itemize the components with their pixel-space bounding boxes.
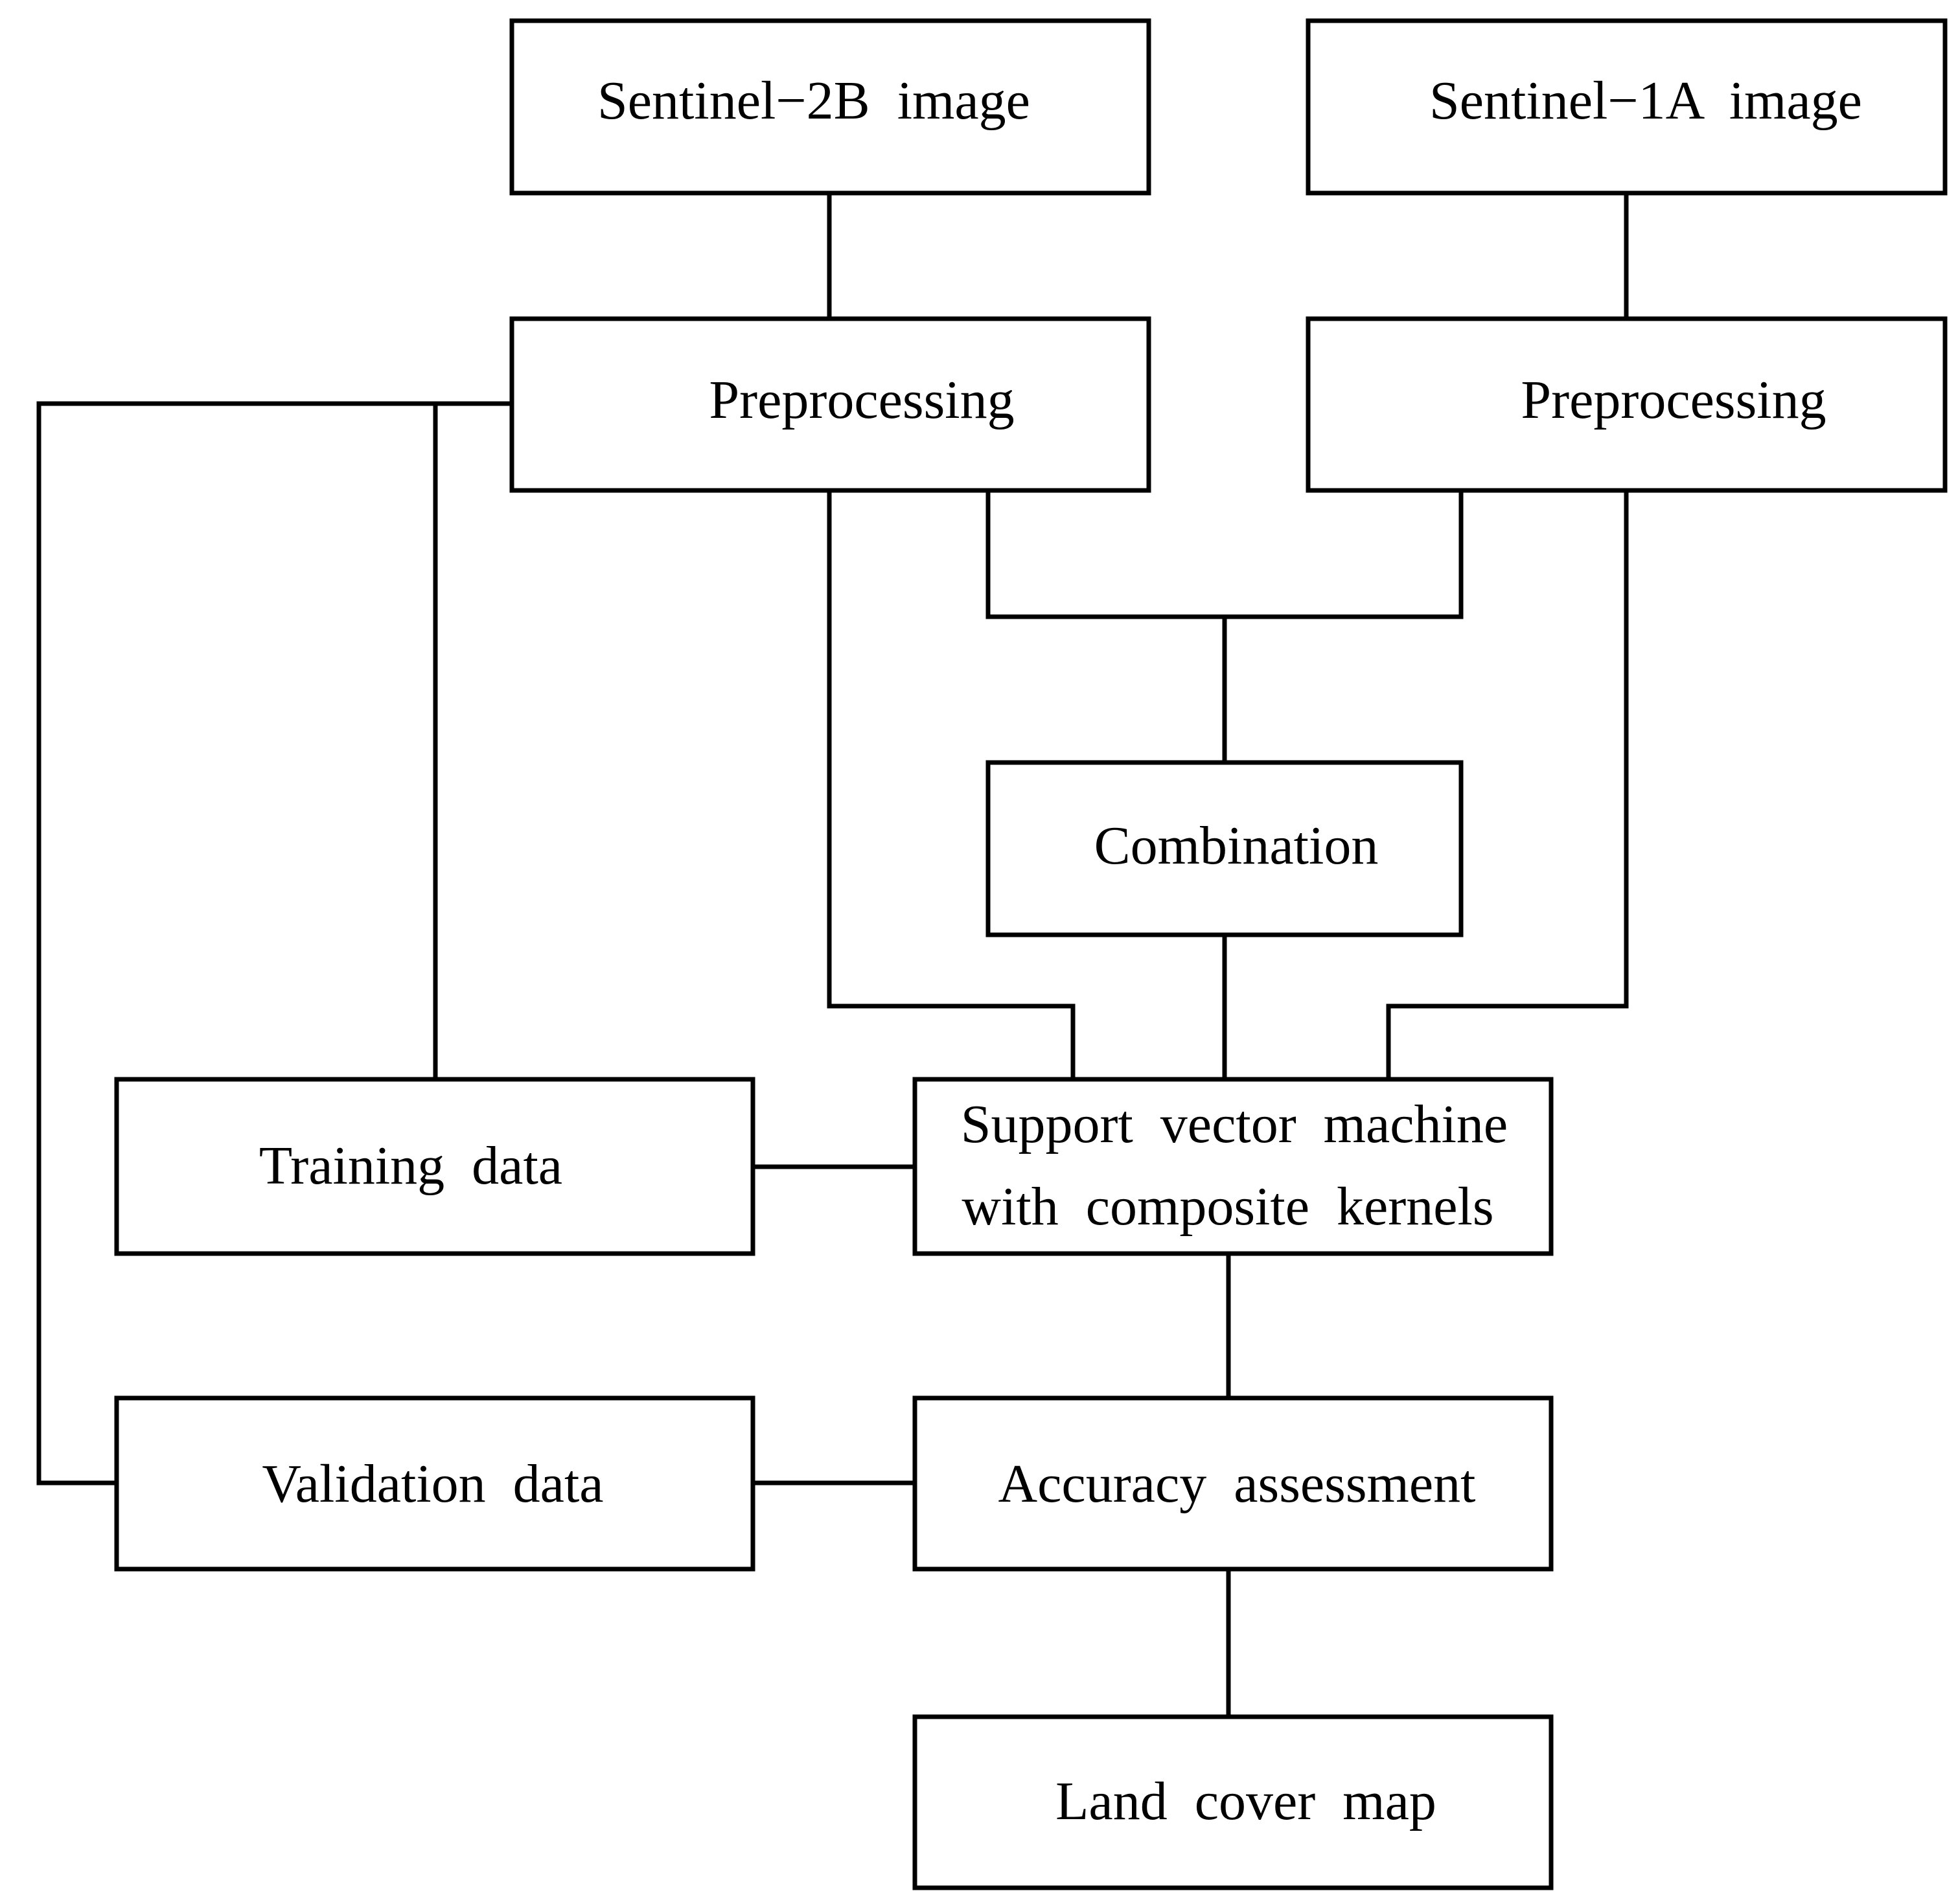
box-preprocessing-right — [1306, 316, 1948, 493]
connector-prep-right-to-svm — [1386, 488, 1629, 1082]
label-validation-data: Validation data — [262, 1454, 603, 1514]
box-combination — [985, 760, 1464, 937]
label-land-cover-map: Land cover map — [1055, 1771, 1436, 1831]
label-training-data: Training data — [259, 1136, 562, 1196]
box-land-cover-map — [912, 1714, 1554, 1890]
box-sentinel-2b — [509, 18, 1151, 196]
label-combination: Combination — [1094, 816, 1379, 876]
label-sentinel-1a: Sentinel−1A image — [1429, 71, 1862, 131]
connector-to-validation-data — [36, 401, 119, 1485]
box-training-data — [114, 1077, 755, 1256]
label-accuracy-assessment: Accuracy assessment — [998, 1454, 1475, 1514]
label-preprocessing-left: Preprocessing — [709, 370, 1014, 430]
label-svm-line2: with composite kernels — [962, 1176, 1493, 1237]
connector-prep-left-to-combination — [985, 488, 1464, 619]
label-svm-line1: Support vector machine — [961, 1094, 1508, 1154]
box-svm — [912, 1077, 1554, 1256]
labels: Sentinel−2B image Sentinel−1A image Prep… — [259, 71, 1862, 1831]
box-accuracy-assessment — [912, 1395, 1554, 1572]
box-sentinel-1a — [1306, 18, 1948, 196]
boxes — [114, 18, 1948, 1890]
label-preprocessing-right: Preprocessing — [1521, 370, 1826, 430]
connector-prep-left-to-svm — [827, 488, 1076, 1082]
box-validation-data — [114, 1395, 755, 1572]
box-preprocessing-left — [509, 316, 1151, 493]
label-sentinel-2b: Sentinel−2B image — [597, 71, 1030, 131]
connectors — [36, 190, 1629, 1719]
